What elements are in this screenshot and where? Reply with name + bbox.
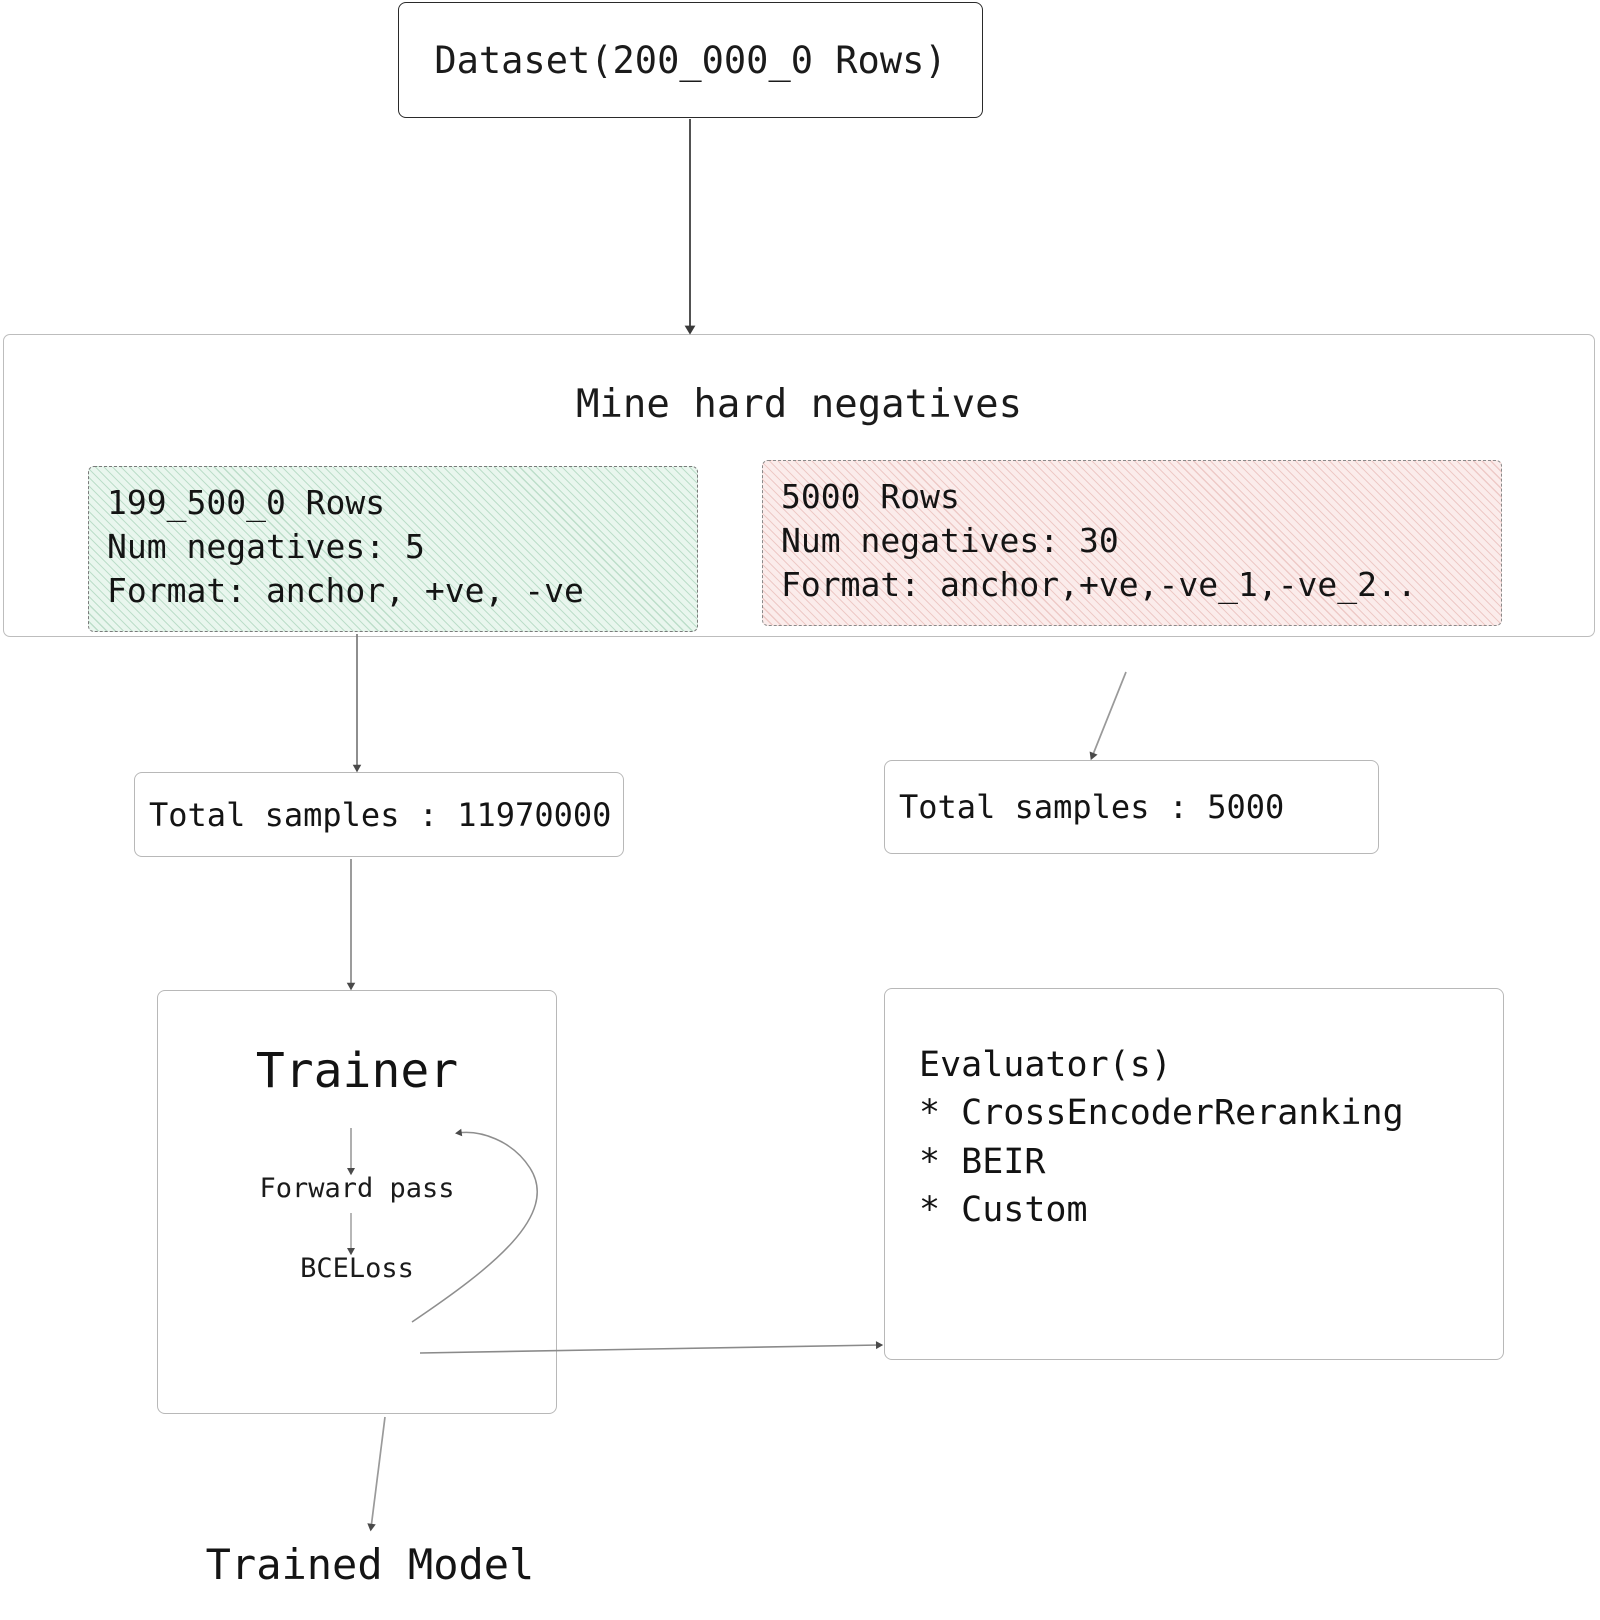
evaluator-title: Evaluator(s) [919, 1045, 1172, 1085]
train-split-format: Format: anchor, +ve, -ve [107, 570, 584, 610]
eval-split-num-negatives: Num negatives: 30 [781, 520, 1119, 560]
total-samples-train-node[interactable]: Total samples : 11970000 [134, 772, 624, 857]
bceloss-label: BCELoss [300, 1253, 414, 1284]
eval-split-rows: 5000 Rows [781, 477, 960, 516]
mine-hard-negatives-title: Mine hard negatives [575, 382, 1023, 427]
evaluator-item-beir: * BEIR [919, 1141, 1046, 1182]
eval-split-box[interactable]: 5000 Rows Num negatives: 30 Format: anch… [762, 460, 1502, 626]
edge-trainer-to-trained-model [367, 1416, 386, 1532]
trained-model-label: Trained Model [205, 1540, 535, 1589]
dataset-label: Dataset(200_000_0 Rows) [434, 38, 947, 82]
trainer-node[interactable]: Trainer Forward pass BCELoss [157, 990, 557, 1414]
trainer-title: Trainer [255, 1043, 459, 1099]
total-samples-eval-label: Total samples : 5000 [899, 788, 1285, 826]
train-split-box[interactable]: 199_500_0 Rows Num negatives: 5 Format: … [88, 466, 698, 632]
total-samples-train-label: Total samples : 11970000 [149, 795, 612, 834]
evaluator-body: Evaluator(s) * CrossEncoderReranking * B… [919, 1041, 1404, 1234]
eval-split-format: Format: anchor,+ve,-ve_1,-ve_2.. [781, 564, 1417, 604]
train-split-num-negatives: Num negatives: 5 [107, 526, 425, 566]
evaluator-node[interactable]: Evaluator(s) * CrossEncoderReranking * B… [884, 988, 1504, 1360]
evaluator-item-cross-encoder-reranking: * CrossEncoderReranking [919, 1093, 1404, 1134]
evaluator-item-custom: * Custom [919, 1189, 1088, 1230]
edge-eval-split-to-total [1089, 671, 1127, 761]
train-split-rows: 199_500_0 Rows [107, 483, 386, 522]
total-samples-eval-node[interactable]: Total samples : 5000 [884, 760, 1379, 854]
forward-pass-label: Forward pass [259, 1173, 455, 1204]
dataset-node[interactable]: Dataset(200_000_0 Rows) [398, 2, 983, 118]
